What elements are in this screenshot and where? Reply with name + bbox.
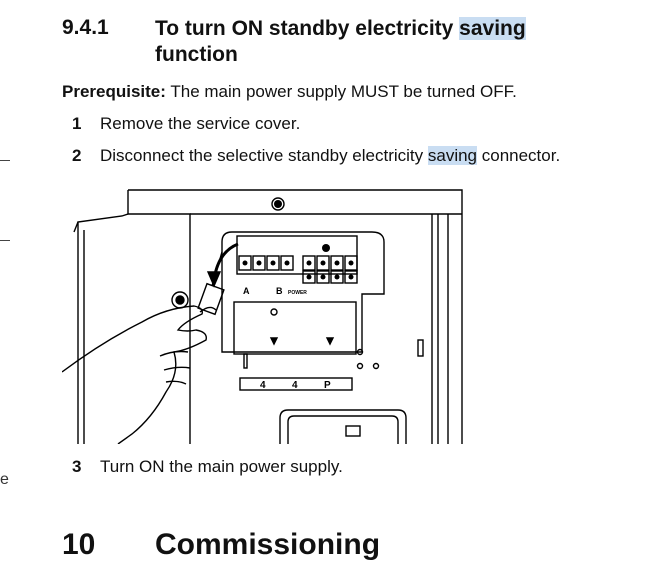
prerequisite: Prerequisite: The main power supply MUST… xyxy=(62,82,517,102)
search-highlight: saving xyxy=(427,146,478,165)
section-title-part1: To turn ON standby electricity xyxy=(155,17,460,40)
step-2-number: 2 xyxy=(72,146,82,165)
step-2-text: Disconnect the selective standby electri… xyxy=(100,146,560,166)
margin-mark xyxy=(0,240,10,241)
step-2-text-before: Disconnect the selective standby electri… xyxy=(100,146,428,165)
step-1-number: 1 xyxy=(72,114,82,133)
terminal-label-a: A xyxy=(243,286,250,296)
step-3-text: Turn ON the main power supply. xyxy=(100,457,343,476)
section-title-part2: function xyxy=(155,43,238,66)
terminal-label-b: B xyxy=(276,286,283,296)
step-1-text: Remove the service cover. xyxy=(100,114,301,133)
margin-mark xyxy=(0,160,10,161)
step-2-text-after: connector. xyxy=(477,146,561,165)
terminal-strip-3: P xyxy=(324,380,331,391)
section-number: 9.4.1 xyxy=(62,16,109,39)
chapter-number: 10 xyxy=(62,528,96,561)
step-3-number: 3 xyxy=(72,457,82,476)
section-title: To turn ON standby electricity saving fu… xyxy=(155,16,585,68)
chapter-title: Commissioning xyxy=(155,528,381,561)
terminal-label-power: POWER xyxy=(288,290,307,296)
terminal-strip-2: 4 xyxy=(292,380,298,391)
search-highlight: saving xyxy=(459,17,526,40)
prerequisite-label: Prerequisite: xyxy=(62,82,166,101)
prerequisite-text: The main power supply MUST be turned OFF… xyxy=(165,82,517,101)
connector-illustration: A B POWER 4 4 P xyxy=(62,189,463,444)
terminal-strip-1: 4 xyxy=(260,380,266,391)
margin-letter: e xyxy=(0,471,9,488)
